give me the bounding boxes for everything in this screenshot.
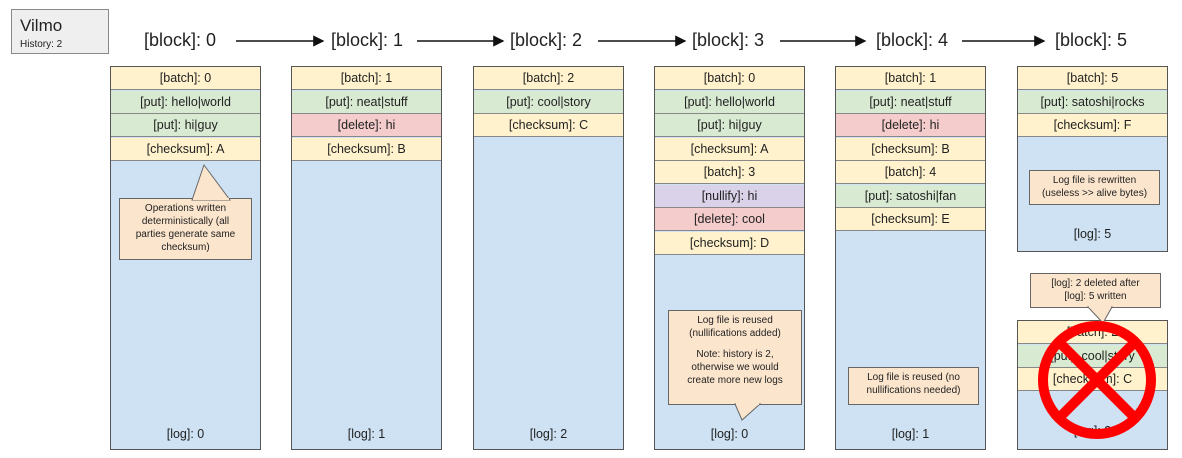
log-file-column: [batch]: 5[put]: satoshi|rocks[checksum]…: [1017, 66, 1168, 252]
callout-line: Note: history is 2,: [696, 349, 774, 360]
log-file-column: [batch]: 2[put]: cool|story[checksum]: C…: [473, 66, 624, 450]
log-entry: [put]: hi|guy: [111, 114, 260, 137]
log-entry: [batch]: 2: [1018, 321, 1167, 344]
log-entry: [put]: neat|stuff: [292, 90, 441, 114]
callout-line: (nullifications added): [689, 328, 781, 339]
log-entry: [checksum]: E: [836, 208, 985, 231]
log-entry: [batch]: 3: [655, 161, 804, 184]
callout-line: checksum): [161, 242, 210, 253]
history-label: History: 2: [20, 39, 63, 50]
callout-line: Operations written: [144, 203, 227, 214]
log-id-label: [log]: 5: [1073, 227, 1112, 241]
log-entry: [checksum]: B: [292, 137, 441, 161]
log-entry: [checksum]: C: [474, 114, 623, 137]
log-entry: [put]: hello|world: [655, 90, 804, 114]
log-entry: [put]: neat|stuff: [836, 90, 985, 114]
callout-line: Log file is reused: [697, 315, 773, 326]
log-entry: [checksum]: F: [1018, 114, 1167, 137]
callout-log-rewritten: Log file is rewritten (useless >> alive b…: [1029, 170, 1160, 205]
callout-line: (useless >> alive bytes): [1041, 188, 1148, 199]
title-box: Vilmo History: 2: [11, 9, 109, 54]
log-id-label: [log]: 2: [529, 427, 568, 441]
block-label: [block]: 2: [509, 30, 583, 50]
log-entry: [batch]: 1: [292, 67, 441, 90]
callout-line: create more new logs: [687, 375, 783, 386]
log-entry: [put]: cool|story: [1018, 344, 1167, 368]
log-entry: [checksum]: C: [1018, 368, 1167, 391]
log-entry: [batch]: 0: [111, 67, 260, 90]
block-label: [block]: 3: [691, 30, 765, 50]
callout-line: parties generate same: [135, 229, 236, 240]
log-id-label: [log]: 2: [1073, 424, 1112, 438]
log-entry: [batch]: 2: [474, 67, 623, 90]
callout-line: [log]: 2 deleted after: [1051, 278, 1140, 289]
log-entry: [put]: hello|world: [111, 90, 260, 114]
block-label: [block]: 0: [143, 30, 217, 50]
callout-line: Log file is rewritten: [1052, 175, 1137, 186]
callout-log-reused: Log file is reused (no nullifications nee…: [848, 367, 979, 405]
log-entry: [delete]: hi: [292, 114, 441, 137]
log-id-label: [log]: 1: [891, 427, 930, 441]
log-entry: [checksum]: D: [655, 231, 804, 255]
block-label: [block]: 5: [1054, 30, 1128, 50]
log-id-label: [log]: 0: [710, 427, 749, 441]
log-entry: [batch]: 5: [1018, 67, 1167, 90]
log-entry: [put]: cool|story: [474, 90, 623, 114]
callout-line: [673, 340, 797, 348]
log-entry: [put]: satoshi|fan: [836, 184, 985, 208]
log-entry: [checksum]: B: [836, 137, 985, 161]
log-entry: [delete]: cool: [655, 208, 804, 231]
deleted-log-column: [batch]: 2[put]: cool|story[checksum]: C…: [1017, 320, 1168, 450]
callout-line: otherwise we would: [691, 362, 779, 373]
diagram-title: Vilmo: [20, 16, 63, 35]
log-id-label: [log]: 0: [166, 427, 205, 441]
callout-log-deleted: [log]: 2 deleted after [log]: 5 written: [1030, 273, 1161, 308]
log-entry: [checksum]: A: [655, 137, 804, 161]
log-entry: [put]: hi|guy: [655, 114, 804, 137]
log-entry: [checksum]: A: [111, 137, 260, 161]
callout-line: nullifications needed): [866, 385, 961, 396]
callout-line: deterministically (all: [141, 216, 230, 227]
log-entry: [batch]: 4: [836, 161, 985, 184]
log-entry: [delete]: hi: [836, 114, 985, 137]
log-id-label: [log]: 1: [347, 427, 386, 441]
log-entry: [nullify]: hi: [655, 184, 804, 208]
callout-line: Log file is reused (no: [867, 372, 960, 383]
log-entry: [put]: satoshi|rocks: [1018, 90, 1167, 114]
block-label: [block]: 1: [330, 30, 404, 50]
callout-deterministic: Operations written deterministically (all…: [119, 198, 252, 260]
log-file-column: [batch]: 1[put]: neat|stuff[delete]: hi[…: [291, 66, 442, 450]
log-entry: [batch]: 0: [655, 67, 804, 90]
block-label: [block]: 4: [875, 30, 949, 50]
callout-log-reused-nullify: Log file is reused (nullifications added)…: [668, 310, 802, 405]
log-entry: [batch]: 1: [836, 67, 985, 90]
callout-line: [log]: 5 written: [1064, 291, 1127, 302]
